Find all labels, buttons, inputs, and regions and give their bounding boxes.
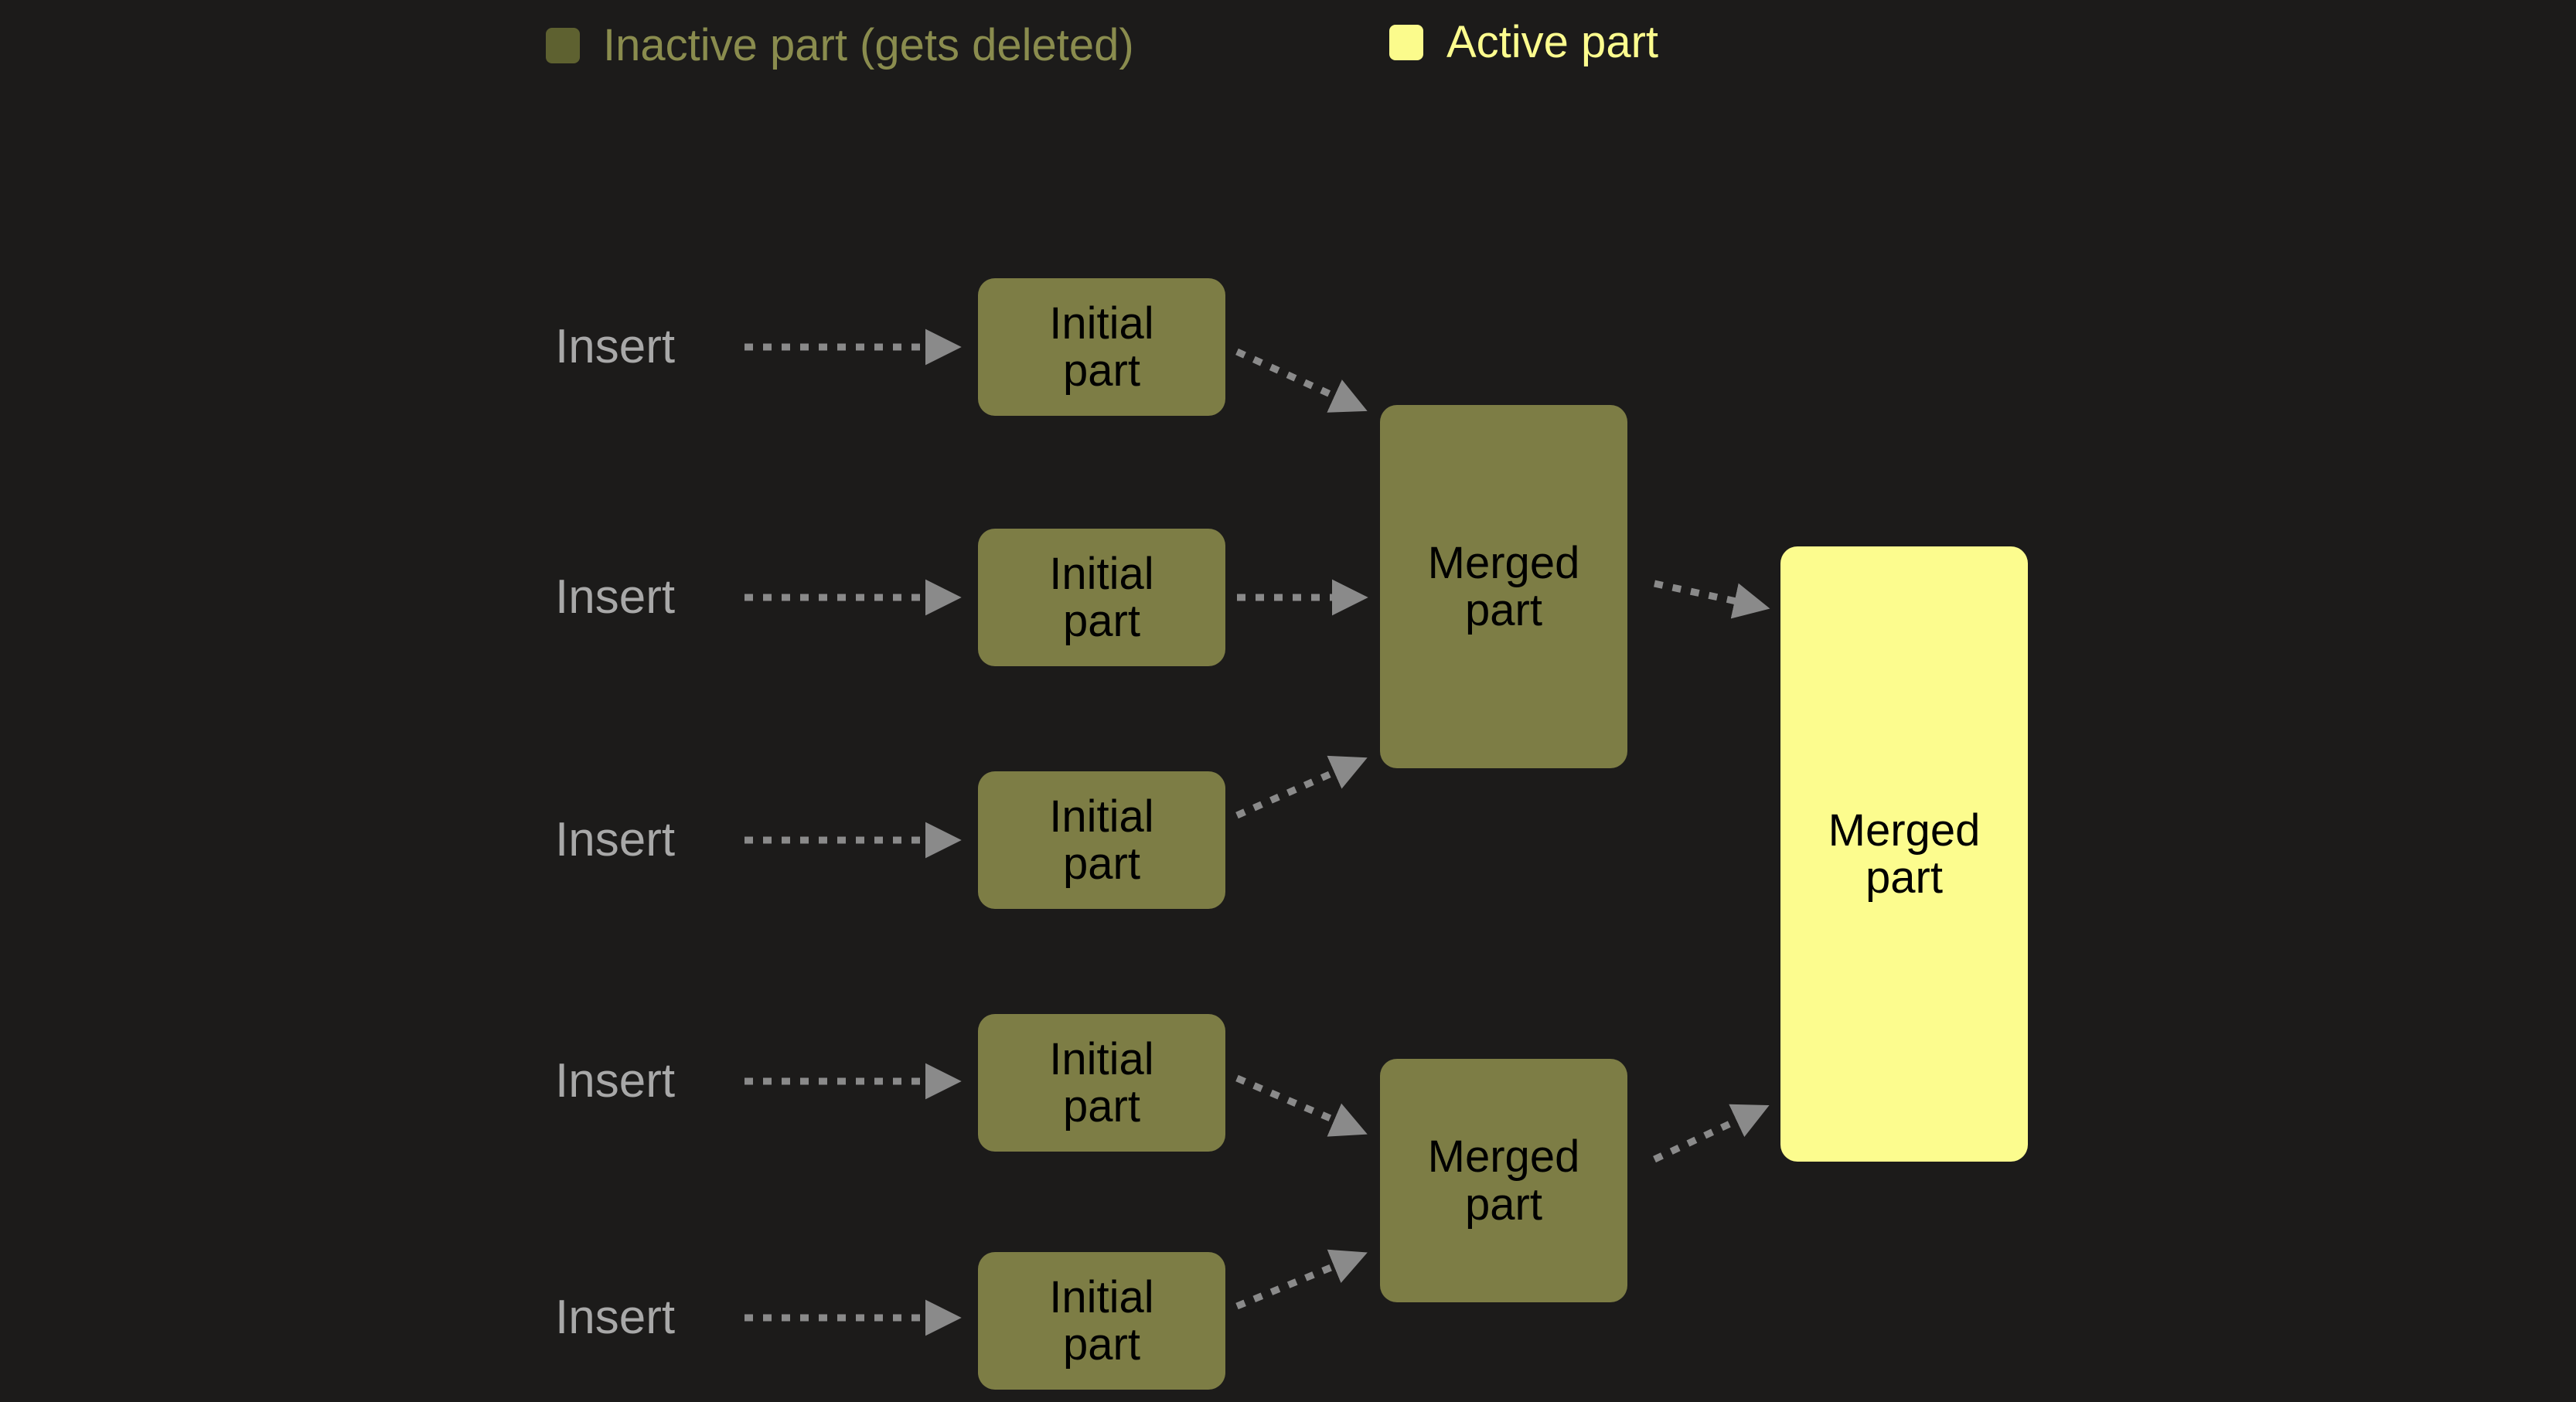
node-merged-part-1[interactable]: Merged part [1380, 405, 1627, 768]
edge-initial-4-to-merged-2 [1235, 1074, 1368, 1137]
insert-label-1: Insert [555, 320, 676, 373]
node-initial-part-1[interactable]: Initial part [978, 278, 1225, 416]
legend-label-inactive: Inactive part (gets deleted) [603, 20, 1134, 70]
node-initial-part-3-line2: part [1063, 839, 1140, 889]
insert-label-5: Insert [555, 1291, 676, 1344]
node-initial-part-1-line1: Initial [1049, 298, 1154, 349]
node-merged-part-1-line2: part [1465, 585, 1542, 635]
node-merged-part-2-line2: part [1465, 1179, 1542, 1230]
node-initial-part-3[interactable]: Initial part [978, 771, 1225, 909]
node-initial-part-5-line1: Initial [1049, 1271, 1154, 1322]
node-merged-part-1-line1: Merged [1427, 537, 1580, 588]
legend-item-inactive: Inactive part (gets deleted) [546, 23, 1134, 68]
node-final-merged-part-line1: Merged [1828, 805, 1981, 856]
node-initial-part-2[interactable]: Initial part [978, 529, 1225, 666]
node-final-merged-part-line2: part [1866, 852, 1943, 903]
node-initial-part-2-line2: part [1063, 596, 1140, 646]
node-initial-part-2-line1: Initial [1049, 548, 1154, 599]
legend-item-active: Active part [1389, 20, 1658, 65]
legend-swatch-active-icon [1389, 25, 1423, 60]
edge-merged-1-to-final [1654, 580, 1770, 619]
node-initial-part-3-line1: Initial [1049, 791, 1154, 842]
node-initial-part-4-line1: Initial [1049, 1033, 1154, 1084]
edge-initial-1-to-merged-1 [1235, 348, 1368, 413]
edge-initial-3-to-merged-1 [1235, 755, 1368, 819]
node-final-merged-part[interactable]: Merged part [1780, 546, 2028, 1162]
legend: Inactive part (gets deleted) Active part [0, 0, 2576, 93]
node-initial-part-5-line2: part [1063, 1319, 1140, 1370]
edge-merged-2-to-final [1653, 1104, 1770, 1163]
node-initial-part-4-line2: part [1063, 1081, 1140, 1131]
legend-swatch-inactive-icon [546, 28, 580, 63]
node-merged-part-2[interactable]: Merged part [1380, 1059, 1627, 1302]
node-initial-part-1-line2: part [1063, 345, 1140, 396]
edge-initial-5-to-merged-2 [1235, 1249, 1368, 1310]
insert-label-3: Insert [555, 813, 676, 866]
node-initial-part-4[interactable]: Initial part [978, 1014, 1225, 1152]
legend-label-active: Active part [1446, 17, 1658, 67]
node-initial-part-5[interactable]: Initial part [978, 1252, 1225, 1390]
node-merged-part-2-line1: Merged [1427, 1131, 1580, 1183]
insert-label-4: Insert [555, 1054, 676, 1108]
insert-label-2: Insert [555, 570, 676, 624]
